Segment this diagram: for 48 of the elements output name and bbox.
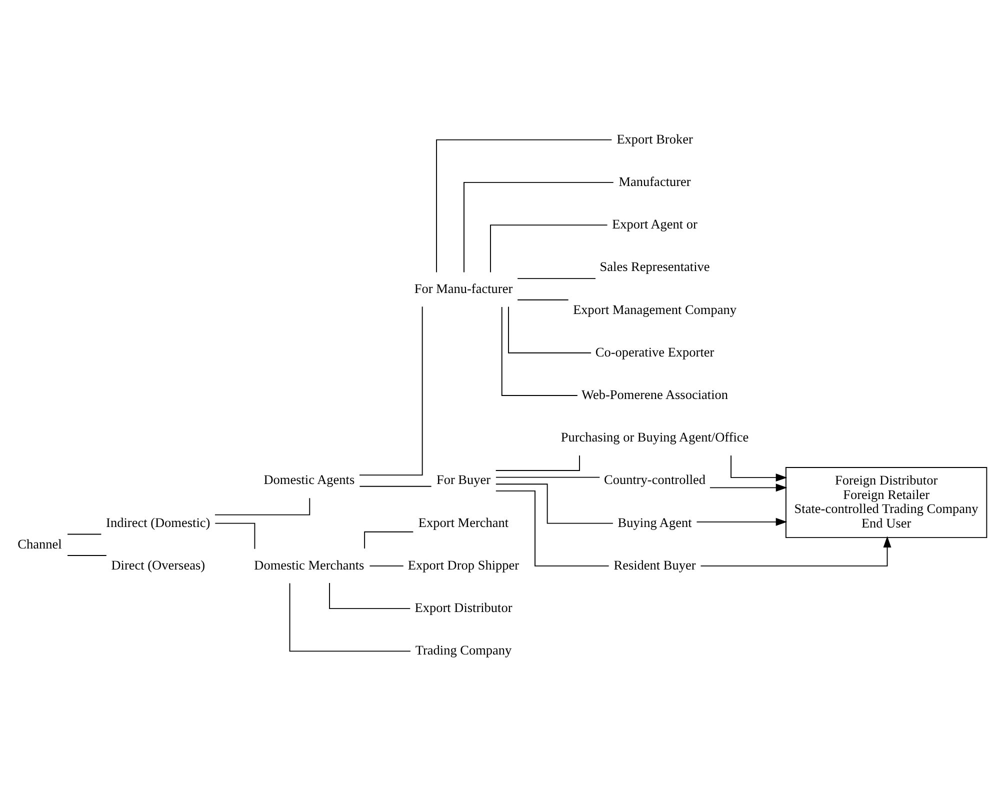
arrow [730, 455, 788, 482]
connector [67, 534, 102, 535]
connector [496, 476, 600, 478]
node-text: Export Distributor [414, 600, 512, 616]
connector [358, 306, 423, 476]
connector [501, 306, 578, 396]
connector [495, 484, 614, 524]
connector [464, 182, 614, 273]
node-text: Web-Pomerene Association [582, 387, 728, 402]
connector [517, 299, 569, 300]
node-text: Purchasing or Buying Agent/Office [560, 430, 749, 445]
node-text: Direct (Overseas) [111, 557, 206, 572]
node-text: Domestic Agents [264, 472, 355, 488]
connector [289, 582, 411, 652]
node-text: Resident Buyer [614, 557, 696, 572]
connector [67, 555, 107, 556]
node-text: Co-operative Exporter [595, 344, 714, 360]
connector [495, 454, 580, 471]
node-text: Export Management Company [573, 302, 736, 317]
arrow [696, 518, 788, 526]
node-text: Manufacturer [618, 174, 691, 189]
node-text: Export Agent or [612, 216, 698, 232]
node-text: Export Broker [616, 131, 693, 146]
node-text: Trading Company [415, 642, 512, 658]
connector [508, 306, 592, 354]
connector [214, 522, 256, 550]
connector [495, 490, 610, 566]
connector [329, 582, 411, 610]
node-text: Country-controlled [604, 472, 706, 488]
node-text: Export Merchant [418, 514, 509, 530]
node-text: For Manu-facturer [414, 280, 513, 296]
arrow [709, 484, 788, 492]
connector [364, 531, 414, 549]
node-text: Indirect (Domestic) [106, 514, 210, 530]
node-text: Sales Representative [600, 259, 710, 274]
arrow [700, 536, 892, 566]
connector [214, 498, 310, 516]
node-text: Export Drop Shipper [408, 557, 520, 572]
node-text: Domestic Merchants [254, 557, 364, 572]
connector [359, 486, 432, 487]
node-text: For Buyer [436, 472, 491, 488]
connector [436, 139, 612, 273]
node-box: Foreign Distributor Foreign Retailer State-controlled Trading Company End User [785, 467, 988, 538]
connector [490, 224, 608, 273]
connector [369, 565, 404, 566]
node-text: Buying Agent [618, 514, 692, 530]
connector [517, 278, 596, 280]
node-text: Channel [18, 536, 62, 552]
